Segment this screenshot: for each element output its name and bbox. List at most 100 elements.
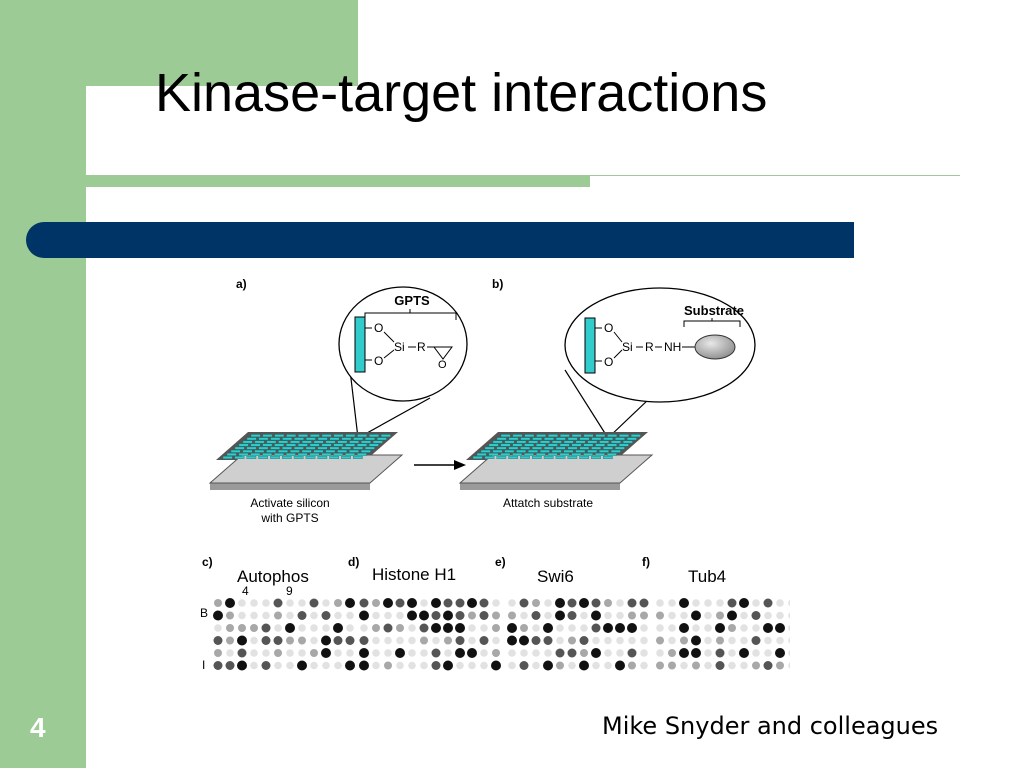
plate-well bbox=[369, 434, 379, 438]
blot-spot bbox=[273, 598, 283, 608]
panel-a-reagent: GPTS bbox=[394, 293, 430, 308]
plate-well bbox=[290, 440, 300, 444]
plate-well bbox=[372, 440, 383, 444]
plate-well bbox=[536, 443, 546, 447]
blot-spot bbox=[776, 611, 784, 620]
plate-well bbox=[488, 453, 499, 456]
blot-c-label: Autophos bbox=[237, 567, 309, 586]
panel-a-atom-epoxide-o: O bbox=[438, 359, 447, 371]
plate-well bbox=[345, 443, 356, 447]
plate-well bbox=[360, 449, 371, 453]
plate-well bbox=[353, 446, 363, 450]
plate-well bbox=[309, 453, 320, 456]
blot-spot bbox=[592, 661, 600, 670]
blot-c-array bbox=[213, 598, 355, 671]
plate-well bbox=[262, 443, 273, 447]
blot-spot bbox=[443, 610, 453, 621]
plate-well bbox=[492, 440, 503, 444]
plate-well bbox=[603, 437, 614, 441]
plate-well bbox=[254, 440, 265, 444]
blot-e-array bbox=[507, 598, 649, 671]
plate-well bbox=[579, 437, 590, 441]
blot-spot bbox=[616, 611, 624, 620]
blot-spot bbox=[274, 649, 282, 657]
panel-b-leader bbox=[564, 369, 609, 439]
blot-spot bbox=[508, 599, 516, 607]
plate-well bbox=[317, 437, 328, 441]
plate-well bbox=[524, 453, 534, 456]
blot-spot bbox=[543, 623, 553, 633]
plate-well bbox=[559, 443, 570, 447]
blot-spot bbox=[591, 648, 601, 658]
blot-spot bbox=[321, 648, 331, 658]
plate-well bbox=[591, 456, 601, 459]
blot-spot bbox=[286, 649, 294, 657]
plate-well bbox=[266, 449, 277, 453]
plate-well bbox=[234, 456, 245, 459]
plate-well bbox=[559, 434, 570, 438]
plate-well bbox=[543, 456, 554, 459]
blot-spot bbox=[420, 636, 428, 645]
plate-well bbox=[512, 434, 523, 438]
blot-spot bbox=[555, 610, 565, 621]
blot-spot bbox=[567, 611, 577, 620]
blot-f-letter: f) bbox=[642, 555, 650, 569]
blot-spot bbox=[728, 661, 736, 670]
plate-well bbox=[333, 453, 344, 456]
plate-well bbox=[356, 453, 367, 456]
panel-a-caption-line1: Activate silicon bbox=[250, 496, 329, 510]
plate-well bbox=[278, 449, 288, 453]
blot-spot bbox=[238, 611, 246, 620]
panel-b-surface bbox=[584, 317, 596, 374]
panel-a-atom-r: R bbox=[417, 340, 426, 354]
plate-well bbox=[317, 446, 328, 450]
blot-spot bbox=[262, 649, 270, 657]
blot-spot bbox=[420, 599, 428, 607]
panel-b-atom-r: R bbox=[645, 340, 654, 354]
corner-curve bbox=[86, 86, 146, 146]
blot-spot bbox=[372, 611, 380, 620]
blot-spot bbox=[492, 624, 500, 632]
blot-spot bbox=[716, 611, 724, 620]
blot-spot bbox=[716, 599, 724, 607]
blot-spot bbox=[715, 648, 725, 658]
plate-well bbox=[270, 446, 281, 450]
plate-well bbox=[531, 456, 542, 459]
blot-spot bbox=[285, 623, 295, 633]
blot-f-array bbox=[656, 598, 790, 670]
plate-well bbox=[539, 449, 550, 453]
plate-well bbox=[567, 456, 578, 459]
blot-spot bbox=[419, 610, 429, 621]
plate-well bbox=[305, 437, 316, 441]
plate-well bbox=[345, 453, 355, 456]
plate-well bbox=[282, 437, 293, 441]
blot-spot bbox=[420, 649, 428, 657]
blot-spot bbox=[250, 599, 258, 607]
blot-spot bbox=[556, 661, 564, 670]
blot-spot bbox=[395, 648, 405, 658]
blot-spot bbox=[764, 611, 772, 620]
blot-spot bbox=[532, 599, 540, 607]
blot-spot bbox=[751, 636, 761, 645]
blot-spot bbox=[384, 661, 392, 670]
plate-well bbox=[607, 443, 617, 447]
blot-spot bbox=[544, 611, 552, 620]
plate-well bbox=[547, 443, 558, 447]
blot-spot bbox=[226, 636, 234, 645]
plate-well bbox=[289, 449, 300, 453]
blot-spot bbox=[213, 636, 223, 645]
blot-spot bbox=[668, 636, 676, 645]
plate-well bbox=[286, 443, 296, 447]
blot-spot bbox=[383, 623, 393, 633]
blot-spot bbox=[492, 599, 500, 607]
panel-b-letter: b) bbox=[492, 277, 503, 291]
plate-well bbox=[520, 446, 531, 450]
plate-well bbox=[622, 440, 633, 444]
blot-spot bbox=[603, 623, 613, 633]
col-label-4: 4 bbox=[242, 584, 249, 598]
blot-spot bbox=[372, 649, 380, 657]
blot-spot bbox=[532, 624, 540, 632]
plate-well bbox=[543, 446, 554, 450]
blot-spot bbox=[728, 649, 736, 657]
blot-spot bbox=[543, 636, 553, 645]
